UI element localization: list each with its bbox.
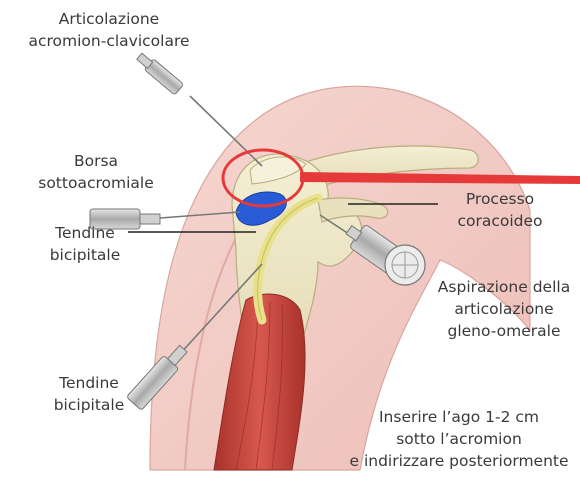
label-instruction: Inserire l’ago 1-2 cm sotto l’acromion e… — [340, 406, 578, 472]
label-glenohumeral: Aspirazione della articolazione gleno-om… — [430, 276, 578, 342]
label-instruction-line2: sotto l’acromion — [340, 428, 578, 450]
label-instruction-line3: e indirizzare posteriormente — [340, 450, 578, 472]
label-subacromial-bursa-line1: Borsa — [28, 150, 164, 172]
label-glenohumeral-line1: Aspirazione della — [430, 276, 578, 298]
label-glenohumeral-line3: gleno-omerale — [430, 320, 578, 342]
label-biceps-tendon-upper-line2: bicipitale — [30, 244, 140, 266]
label-coracoid-line2: coracoideo — [444, 210, 556, 232]
label-subacromial-bursa-line2: sottoacromiale — [28, 172, 164, 194]
label-instruction-line1: Inserire l’ago 1-2 cm — [340, 406, 578, 428]
label-subacromial-bursa: Borsa sottoacromiale — [28, 150, 164, 194]
label-acromioclavicular-line2: acromion-clavicolare — [24, 30, 194, 52]
label-glenohumeral-line2: articolazione — [430, 298, 578, 320]
label-coracoid: Processo coracoideo — [444, 188, 556, 232]
label-biceps-tendon-lower-line2: bicipitale — [34, 394, 144, 416]
label-biceps-tendon-lower: Tendine bicipitale — [34, 372, 144, 416]
label-biceps-tendon-lower-line1: Tendine — [34, 372, 144, 394]
label-biceps-tendon-upper-line1: Tendine — [30, 222, 140, 244]
label-acromioclavicular-line1: Articolazione — [24, 8, 194, 30]
label-coracoid-line1: Processo — [444, 188, 556, 210]
label-biceps-tendon-upper: Tendine bicipitale — [30, 222, 140, 266]
label-acromioclavicular: Articolazione acromion-clavicolare — [24, 8, 194, 52]
